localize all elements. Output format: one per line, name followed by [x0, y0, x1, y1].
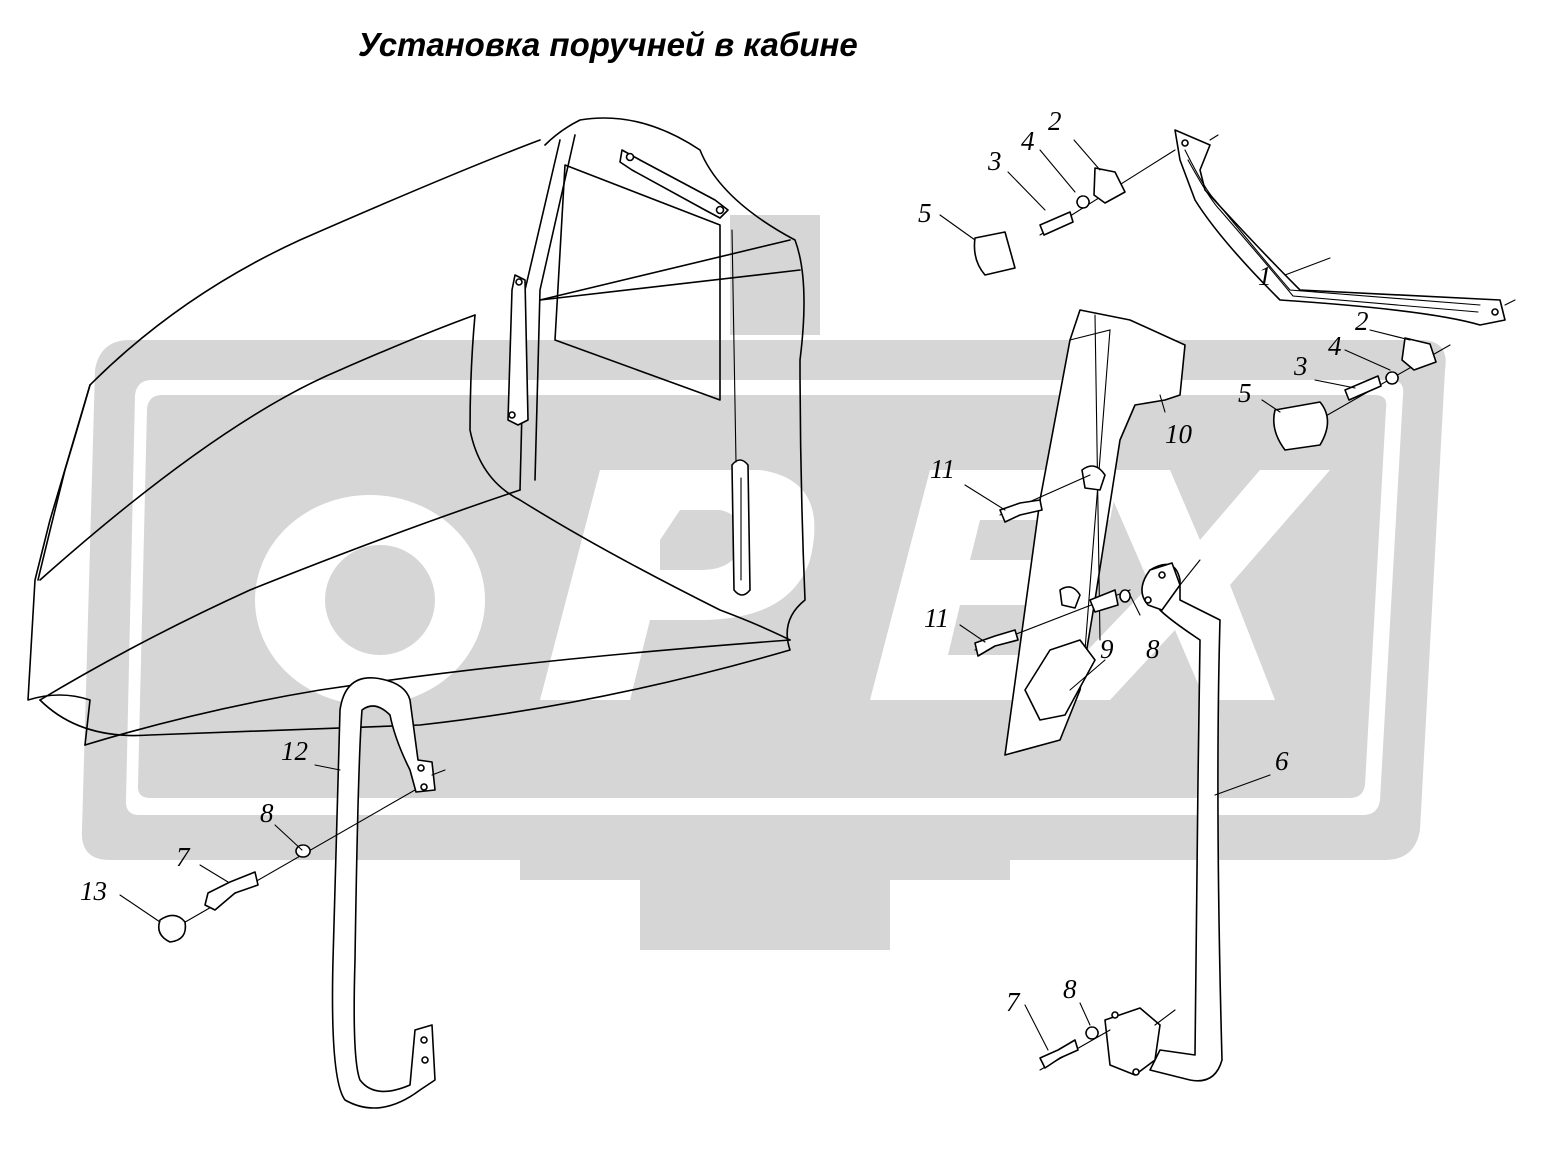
- callout-9: 9: [1100, 634, 1114, 664]
- part-screw-pillar: [1089, 589, 1119, 613]
- part-3-screw-lower: [1344, 375, 1382, 401]
- part-2-bracket-upper: [1093, 167, 1126, 204]
- watermark-logo: [81, 215, 1446, 950]
- callout-2b: 2: [1355, 306, 1369, 336]
- callout-8a: 8: [260, 798, 274, 828]
- callout-10: 10: [1165, 419, 1193, 449]
- callout-6: 6: [1275, 746, 1289, 776]
- left-fastener-set: [157, 789, 416, 943]
- callout-1: 1: [1258, 261, 1272, 291]
- callout-5a: 5: [918, 198, 932, 228]
- part-10-pillar-trim: [1004, 309, 1186, 756]
- part-3-screw-upper: [1039, 211, 1074, 236]
- pillar-fastener-set: [974, 474, 1131, 657]
- cabin-handrail-door: [731, 229, 751, 596]
- part-12-grab-handle: [331, 677, 446, 1109]
- part-6-grab-handle: [1104, 559, 1223, 1082]
- diagram-title: Установка поручней в кабине: [358, 26, 858, 63]
- leader-lines: [119, 139, 1411, 1051]
- callout-8c: 8: [1063, 974, 1077, 1004]
- part-7-bolt-left: [204, 871, 259, 911]
- callout-8b: 8: [1146, 634, 1160, 664]
- part-11-screw-lower: [974, 629, 1019, 657]
- part-11-screw-upper: [999, 499, 1043, 523]
- part-8-washer-lower-right: [1085, 1026, 1099, 1040]
- part-2-bracket-lower: [1401, 337, 1437, 371]
- callout-labels: 1 2 2 3 3 4 4 5 5 6 7 7 8 8 8 9 10 11 11…: [80, 106, 1369, 1017]
- callout-11b: 11: [924, 603, 949, 633]
- callout-12: 12: [281, 736, 308, 766]
- callout-2a: 2: [1048, 106, 1062, 136]
- upper-fastener-set: [973, 149, 1176, 276]
- part-4-washer-lower: [1385, 371, 1399, 385]
- callout-11a: 11: [930, 454, 955, 484]
- part-9-cover: [1024, 639, 1096, 721]
- part-13-nut: [157, 914, 187, 943]
- callout-7b: 7: [1006, 987, 1021, 1017]
- part-1-handrail: [1174, 129, 1516, 326]
- part-5-cap-upper: [973, 231, 1016, 276]
- part-4-washer-upper: [1076, 195, 1090, 209]
- part-8-washer-pillar: [1119, 589, 1131, 603]
- callout-4a: 4: [1021, 126, 1035, 156]
- part-7-bolt-lower-right: [1039, 1039, 1079, 1069]
- cabin-handrail-top: [619, 149, 729, 219]
- callout-5b: 5: [1238, 378, 1252, 408]
- cabin-handrail-side: [507, 274, 529, 426]
- callout-7a: 7: [176, 842, 191, 872]
- lower-right-fastener-set: [1039, 1026, 1111, 1071]
- lower-fastener-set: [1272, 337, 1451, 451]
- part-5-cap-lower: [1272, 401, 1329, 451]
- callout-3a: 3: [987, 146, 1002, 176]
- callout-13: 13: [80, 876, 107, 906]
- callout-3b: 3: [1293, 351, 1308, 381]
- callout-4b: 4: [1328, 331, 1342, 361]
